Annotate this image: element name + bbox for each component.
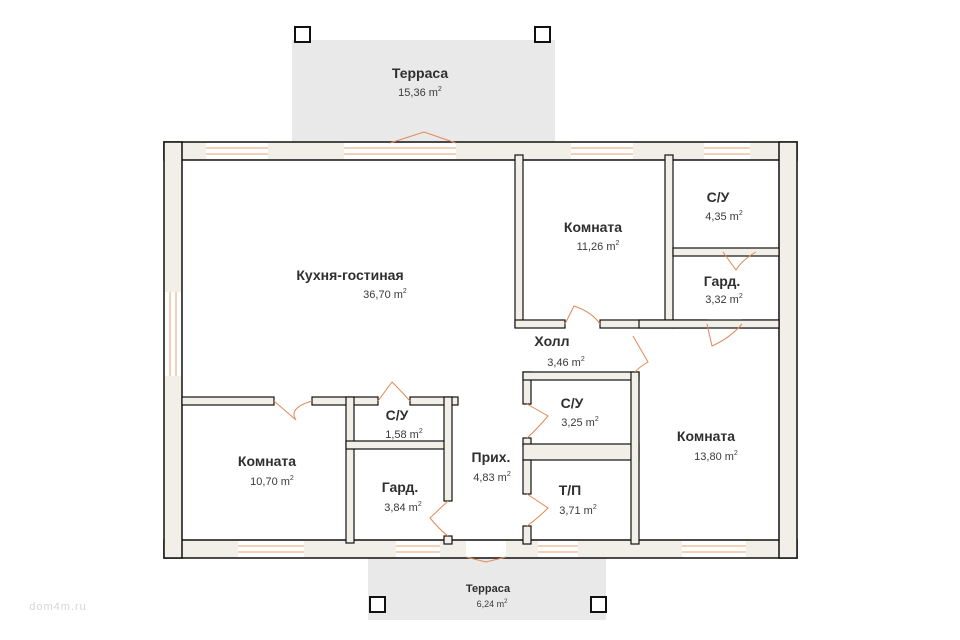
entrance-door-gap <box>466 541 506 557</box>
room-area: 3,84 m2 <box>384 501 422 514</box>
room-area: 3,32 m2 <box>705 293 743 306</box>
label-terrace-bottom: Терраса 6,24 m2 <box>466 583 511 609</box>
room-name: С/У <box>561 395 584 411</box>
terrace-post <box>369 596 386 613</box>
room-area: 1,58 m2 <box>385 428 423 441</box>
label-wardrobe-top-right: Гард. 3,32 m2 <box>704 273 743 306</box>
room-area: 3,25 m2 <box>561 416 599 429</box>
room-name: Холл <box>534 333 569 349</box>
label-room-bottom-left: Комната 10,70 m2 <box>238 453 296 488</box>
label-wardrobe-bottom: Гард. 3,84 m2 <box>382 479 422 514</box>
room-name: Комната <box>238 453 296 469</box>
outer-walls <box>163 141 798 559</box>
inner-walls <box>181 154 780 545</box>
room-area: 3,71 m2 <box>559 504 597 517</box>
room-name: Комната <box>677 428 735 444</box>
room-area: 6,24 m2 <box>477 599 509 609</box>
label-bath-top-right: С/У 4,35 m2 <box>705 189 743 223</box>
windows <box>165 131 750 557</box>
room-area: 13,80 m2 <box>694 450 738 463</box>
room-name: Гард. <box>382 479 419 495</box>
room-name: Гард. <box>704 273 741 289</box>
room-name: С/У <box>707 189 730 205</box>
room-area: 15,36 m2 <box>398 86 442 99</box>
label-bath-small-left: С/У 1,58 m2 <box>385 407 423 441</box>
label-bath-middle: С/У 3,25 m2 <box>561 395 599 429</box>
label-terrace-top: Терраса 15,36 m2 <box>392 65 448 99</box>
room-area: 11,26 m2 <box>577 240 620 253</box>
terrace-post <box>294 26 311 43</box>
terrace-top-area <box>292 40 555 142</box>
label-kitchen-living: Кухня-гостиная 36,70 m2 <box>296 267 407 301</box>
room-area: 4,83 m2 <box>473 471 511 484</box>
label-entry: Прих. 4,83 m2 <box>472 449 511 484</box>
label-utility: Т/П 3,71 m2 <box>559 482 597 517</box>
room-name: Кухня-гостиная <box>296 267 403 283</box>
terrace-post <box>534 26 551 43</box>
terrace-post <box>590 596 607 613</box>
entrance-door-swing <box>465 556 507 563</box>
room-area: 3,46 m2 <box>547 356 585 369</box>
label-room-right: Комната 13,80 m2 <box>677 428 738 463</box>
label-room-top-middle: Комната 11,26 m2 <box>564 219 622 253</box>
room-name: С/У <box>386 407 409 423</box>
interior-doors <box>273 251 757 537</box>
room-area: 4,35 m2 <box>705 210 743 223</box>
room-name: Комната <box>564 219 622 235</box>
room-area: 10,70 m2 <box>250 475 294 488</box>
terrace-bottom-area <box>368 558 606 620</box>
room-name: Терраса <box>466 583 511 595</box>
watermark: dom4m.ru <box>29 601 87 613</box>
label-hall: Холл 3,46 m2 <box>534 333 584 369</box>
room-name: Прих. <box>472 449 511 465</box>
room-area: 36,70 m2 <box>363 288 407 301</box>
room-name: Терраса <box>392 65 448 81</box>
room-name: Т/П <box>559 482 582 498</box>
